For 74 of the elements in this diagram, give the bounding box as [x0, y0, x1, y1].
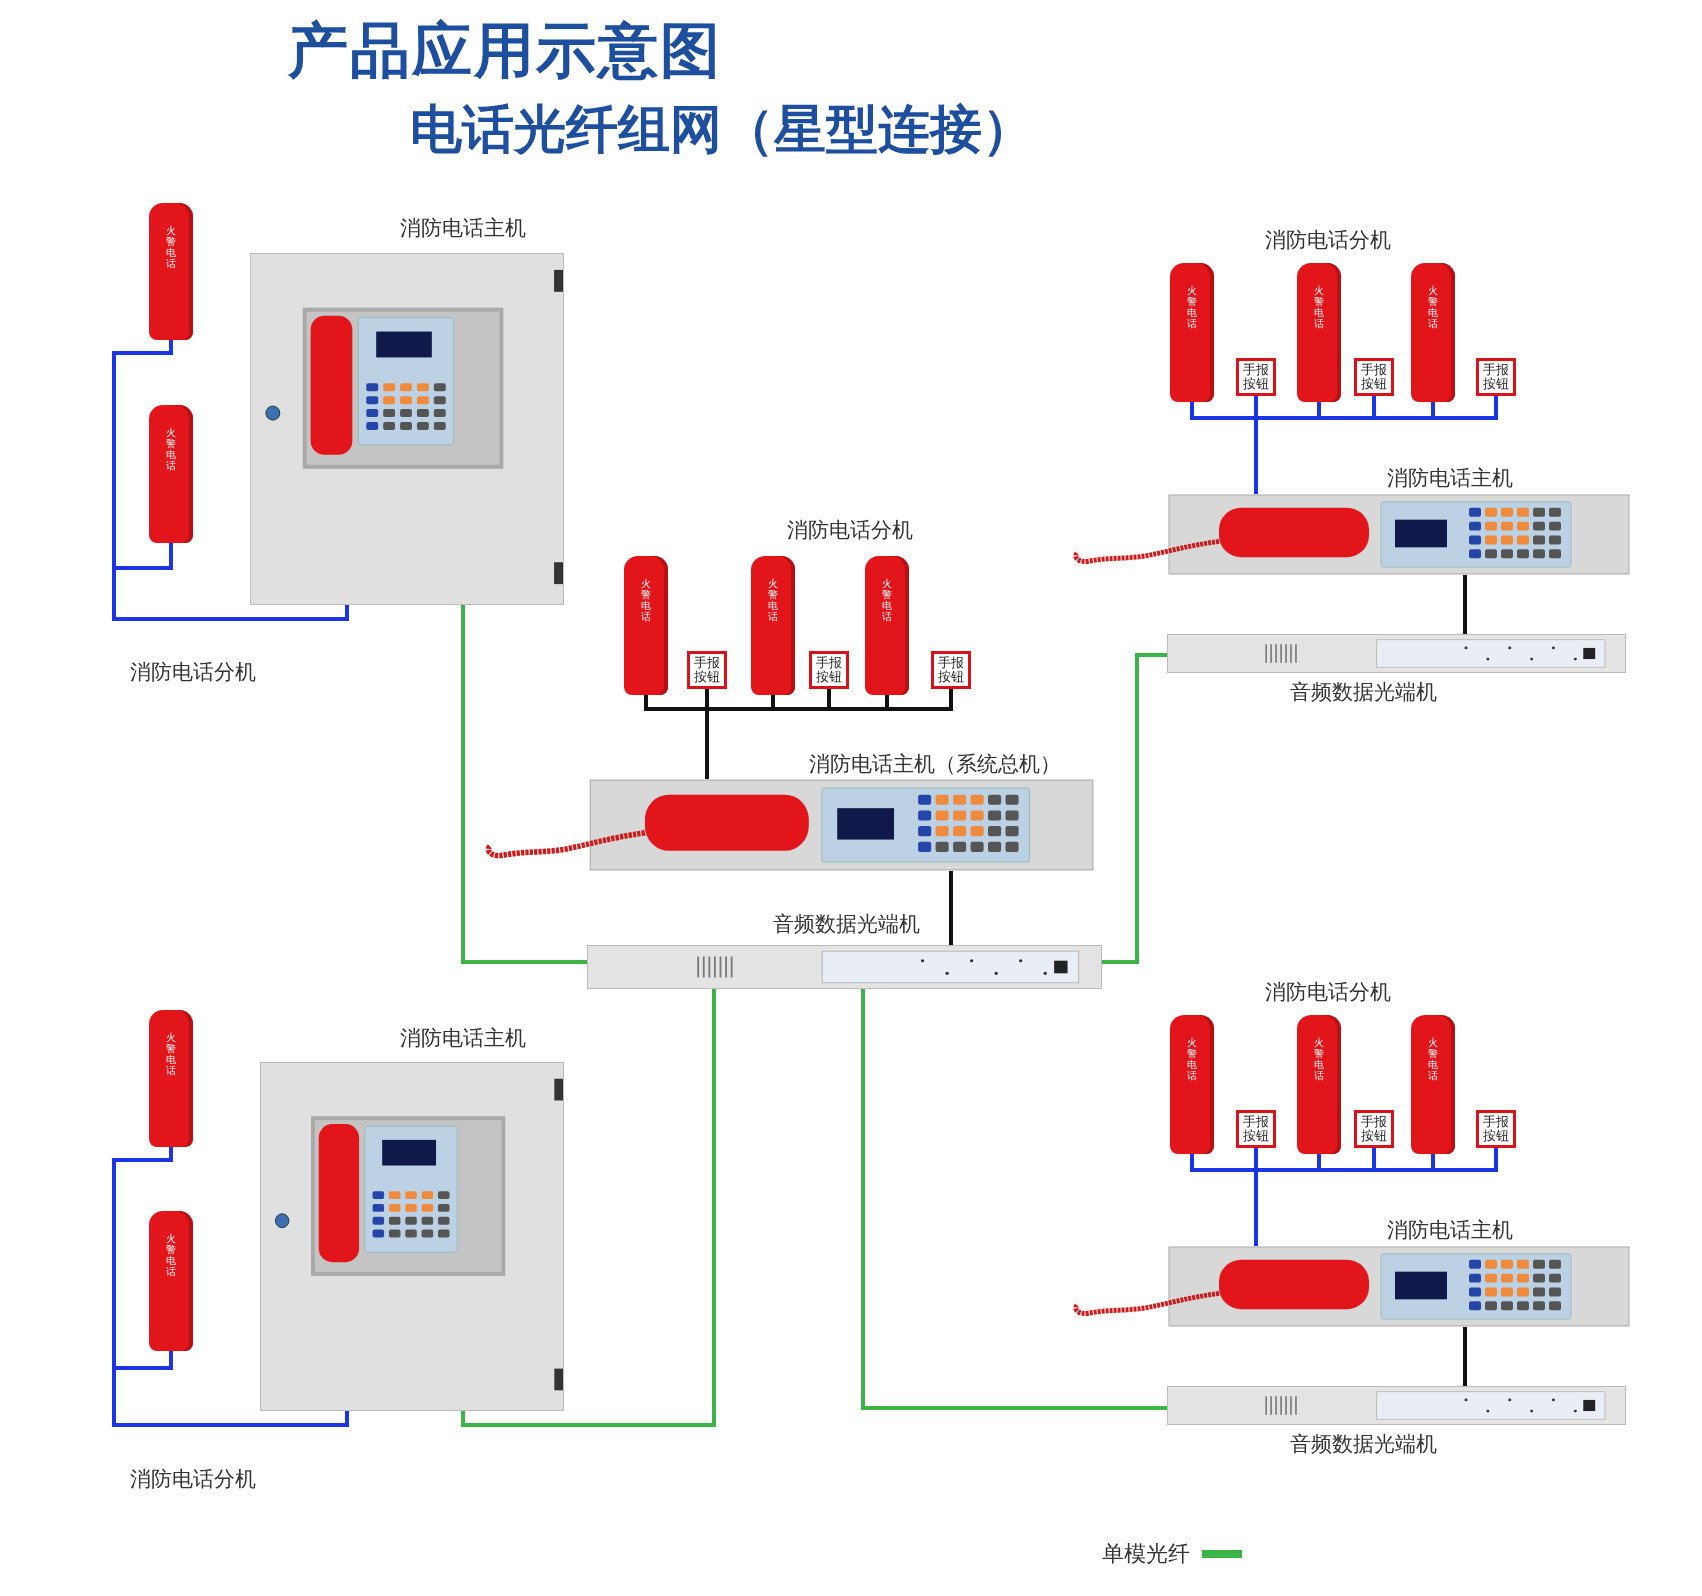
fire-telephone	[149, 1010, 193, 1147]
cable-line	[461, 605, 587, 964]
alarm-sign	[1354, 1110, 1394, 1148]
alarm-sign	[1236, 358, 1276, 396]
device-label: 消防电话主机	[400, 215, 526, 242]
fire-telephone	[624, 556, 668, 695]
group-label: 消防电话分机	[787, 517, 913, 544]
sign-text: 手报按钮	[694, 656, 720, 684]
group-label: 消防电话分机	[1265, 979, 1391, 1006]
alarm-sign	[1236, 1110, 1276, 1148]
cable-line	[461, 989, 716, 1427]
subtitle: 电话光纤组网（星型连接）	[410, 98, 1034, 161]
optical-transceiver-drawing	[1167, 634, 1626, 673]
phone-text: 火警电话	[641, 578, 651, 622]
sign-text: 手报按钮	[1243, 1115, 1269, 1143]
device-label: 音频数据光端机	[1290, 679, 1437, 706]
wall-cabinet-drawing	[260, 1062, 564, 1411]
phone-text: 火警电话	[1187, 1037, 1197, 1081]
sign-text: 手报按钮	[1483, 363, 1509, 391]
phone-text: 火警电话	[882, 578, 892, 622]
alarm-sign	[1354, 358, 1394, 396]
sign-text: 手报按钮	[1243, 363, 1269, 391]
phone-text: 火警电话	[166, 1233, 176, 1277]
phone-text: 火警电话	[1428, 285, 1438, 329]
cable-line	[1463, 575, 1467, 634]
fire-telephone	[149, 405, 193, 543]
alarm-sign	[687, 651, 727, 689]
fire-telephone	[1411, 1015, 1455, 1154]
wall-cabinet-drawing	[250, 253, 564, 605]
fire-telephone	[149, 203, 193, 340]
device-label: 音频数据光端机	[1290, 1431, 1437, 1458]
cable-line	[1463, 1327, 1467, 1386]
fire-telephone	[1297, 1015, 1341, 1154]
cable-line	[705, 689, 953, 779]
phone-text: 火警电话	[1314, 1037, 1324, 1081]
sign-text: 手报按钮	[938, 656, 964, 684]
cable-line	[112, 543, 349, 621]
fire-telephone	[149, 1211, 193, 1351]
phone-text: 火警电话	[166, 225, 176, 269]
cable-line	[949, 871, 953, 945]
alarm-sign	[1476, 1110, 1516, 1148]
alarm-sign	[809, 651, 849, 689]
cable-line	[1102, 653, 1167, 964]
optical-transceiver-drawing	[587, 945, 1102, 989]
fire-telephone	[1170, 1015, 1214, 1154]
device-label: 消防电话主机（系统总机）	[809, 751, 1061, 778]
alarm-sign	[931, 651, 971, 689]
device-label: 消防电话主机	[1387, 1217, 1513, 1244]
group-label: 消防电话分机	[130, 1466, 256, 1493]
phone-text: 火警电话	[166, 1032, 176, 1076]
cable-line	[861, 989, 1167, 1410]
sign-text: 手报按钮	[1361, 1115, 1387, 1143]
group-label: 消防电话分机	[130, 659, 256, 686]
phone-text: 火警电话	[1428, 1037, 1438, 1081]
sign-text: 手报按钮	[816, 656, 842, 684]
phone-text: 火警电话	[1187, 285, 1197, 329]
optical-transceiver-drawing	[1167, 1386, 1626, 1425]
fire-telephone	[865, 556, 909, 695]
sign-text: 手报按钮	[1483, 1115, 1509, 1143]
fire-telephone	[1297, 263, 1341, 402]
device-label: 消防电话主机	[400, 1025, 526, 1052]
phone-text: 火警电话	[1314, 285, 1324, 329]
group-label: 消防电话分机	[1265, 227, 1391, 254]
fire-telephone	[751, 556, 795, 695]
sign-text: 手报按钮	[1361, 363, 1387, 391]
phone-text: 火警电话	[768, 578, 778, 622]
alarm-sign	[1476, 358, 1516, 396]
fire-telephone	[1411, 263, 1455, 402]
phone-text: 火警电话	[166, 427, 176, 471]
legend-text: 单模光纤	[1102, 1540, 1190, 1568]
device-label: 音频数据光端机	[773, 911, 920, 938]
title: 产品应用示意图	[288, 14, 722, 87]
fire-telephone	[1170, 263, 1214, 402]
device-label: 消防电话主机	[1387, 465, 1513, 492]
